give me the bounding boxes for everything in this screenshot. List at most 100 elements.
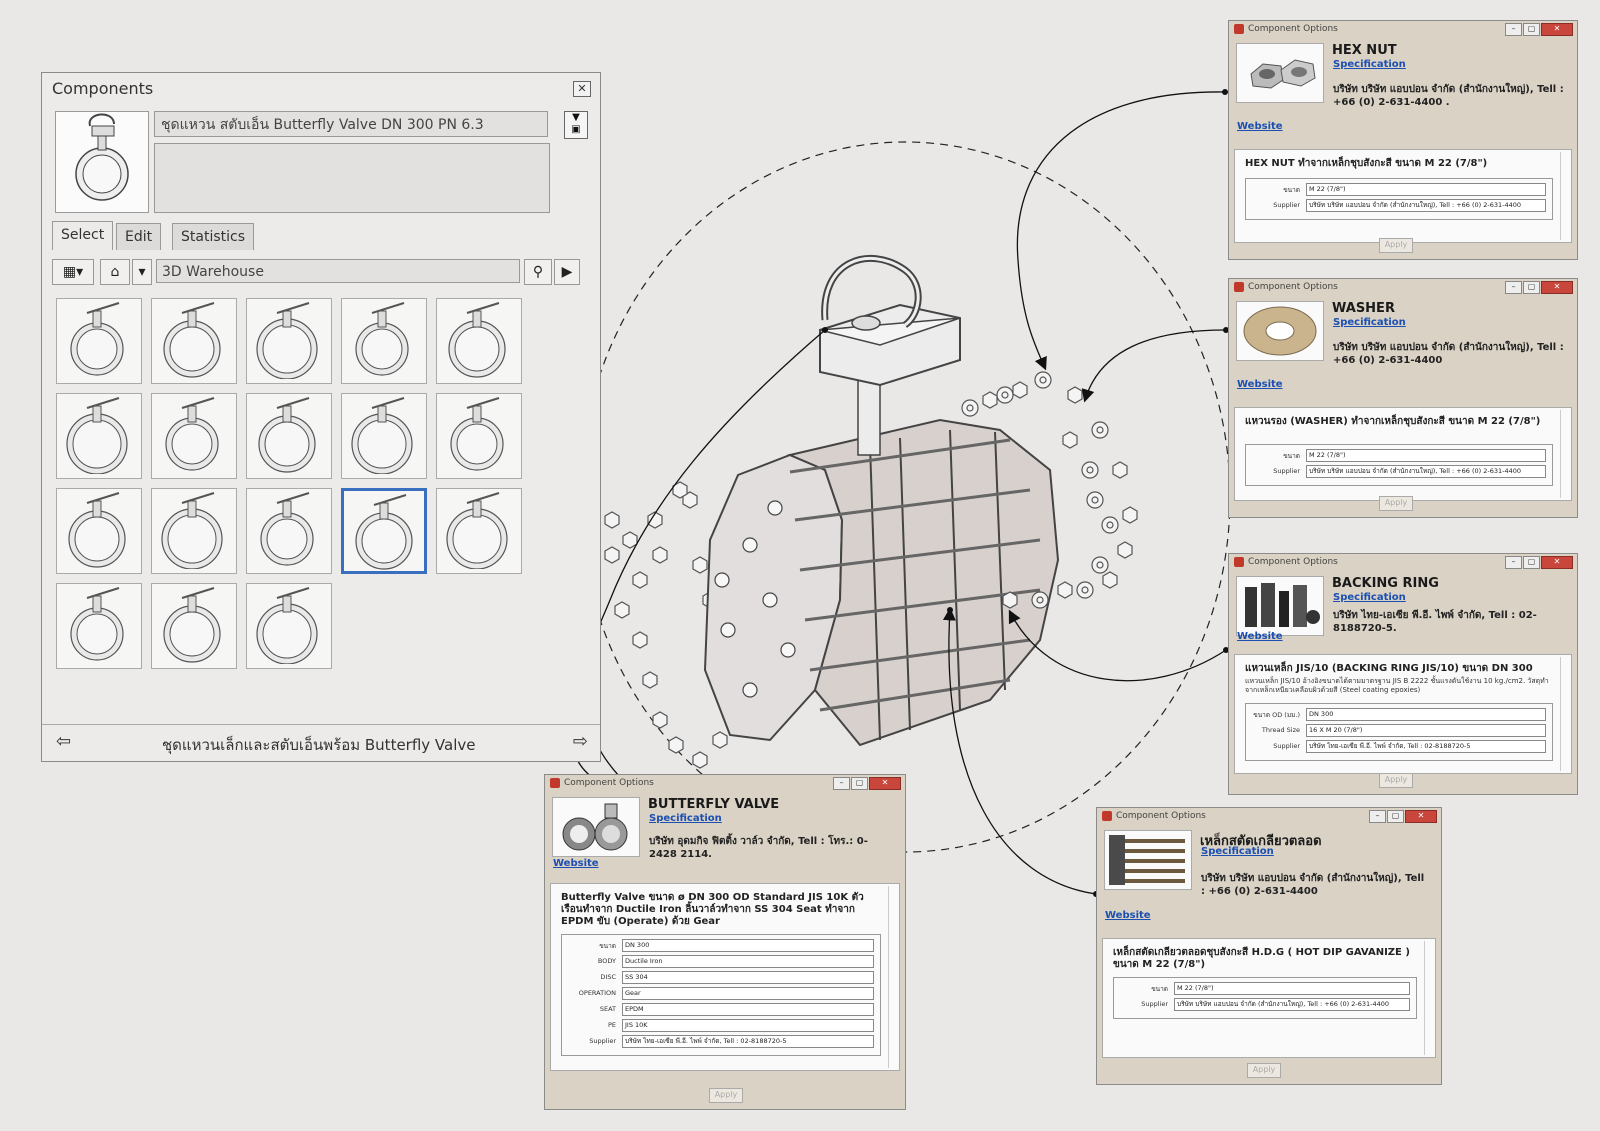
- minimize-icon[interactable]: –: [1505, 281, 1522, 294]
- specification-link[interactable]: Specification: [1333, 592, 1406, 603]
- part-description: HEX NUT ทำจากเหล็กชุบสังกะสี ขนาด M 22 (…: [1245, 158, 1488, 169]
- website-link[interactable]: Website: [1237, 121, 1283, 132]
- close-icon[interactable]: ✕: [1541, 281, 1573, 294]
- attribute-value-field[interactable]: บริษัท บริษัท แอบปอน จำกัด (สำนักงานใหญ่…: [1174, 998, 1410, 1011]
- dialog-titlebar[interactable]: Component Options–▢✕: [1229, 279, 1577, 297]
- attribute-value-field[interactable]: JIS 10K: [622, 1019, 874, 1032]
- tab-edit[interactable]: Edit: [116, 223, 162, 250]
- apply-button[interactable]: Apply: [1379, 496, 1413, 511]
- component-thumbnail[interactable]: [151, 488, 237, 574]
- panel-toolbar: ▦▾ ⌂ ▾ 3D Warehouse ⚲ ▶: [52, 257, 582, 287]
- dialog-titlebar[interactable]: Component Options–▢✕: [1229, 21, 1577, 39]
- attribute-value-field[interactable]: Ductile Iron: [622, 955, 874, 968]
- close-icon[interactable]: ✕: [1405, 810, 1437, 823]
- component-name-field[interactable]: ชุดแหวน สตับเอ็น Butterfly Valve DN 300 …: [154, 111, 548, 137]
- website-link[interactable]: Website: [553, 858, 599, 869]
- component-thumbnail[interactable]: [56, 298, 142, 384]
- back-arrow-icon[interactable]: ⇦: [56, 731, 72, 752]
- attribute-label: OPERATION: [578, 989, 616, 997]
- component-thumbnail[interactable]: [246, 488, 332, 574]
- component-thumbnail[interactable]: [151, 298, 237, 384]
- apply-button[interactable]: Apply: [1247, 1063, 1281, 1078]
- home-icon[interactable]: ⌂: [100, 259, 130, 285]
- scrollbar[interactable]: [1560, 410, 1569, 498]
- hex-nut-part: [632, 571, 648, 589]
- component-thumbnail[interactable]: [151, 583, 237, 669]
- maximize-icon[interactable]: ▢: [1523, 281, 1540, 294]
- panel-tabs: Select Edit Statistics: [52, 221, 572, 250]
- attribute-value-field[interactable]: บริษัท บริษัท แอบปอน จำกัด (สำนักงานใหญ่…: [1306, 199, 1546, 212]
- component-thumbnail[interactable]: [246, 393, 332, 479]
- attribute-value-field[interactable]: บริษัท บริษัท แอบปอน จำกัด (สำนักงานใหญ่…: [1306, 465, 1546, 478]
- part-name: เหล็กสตัดเกลียวตลอด: [1200, 834, 1322, 849]
- part-description: เหล็กสตัดเกลียวตลอดชุบสังกะสี H.D.G ( HO…: [1113, 947, 1410, 970]
- specification-link[interactable]: Specification: [649, 813, 722, 824]
- close-icon[interactable]: ✕: [1541, 556, 1573, 569]
- minimize-icon[interactable]: –: [833, 777, 850, 790]
- component-thumbnail[interactable]: [341, 393, 427, 479]
- scrollbar[interactable]: [1560, 657, 1569, 771]
- search-input[interactable]: 3D Warehouse: [156, 259, 520, 283]
- component-thumbnail[interactable]: [151, 393, 237, 479]
- scrollbar[interactable]: [1560, 152, 1569, 240]
- attribute-value-field[interactable]: 16 X M 20 (7/8"): [1306, 724, 1546, 737]
- component-thumbnail[interactable]: [436, 298, 522, 384]
- view-options-icon[interactable]: ▦▾: [52, 259, 94, 285]
- chevron-down-icon[interactable]: ▾: [132, 259, 152, 285]
- minimize-icon[interactable]: –: [1505, 556, 1522, 569]
- component-thumbnail[interactable]: [436, 488, 522, 574]
- apply-button[interactable]: Apply: [709, 1088, 743, 1103]
- website-link[interactable]: Website: [1105, 910, 1151, 921]
- dialog-titlebar[interactable]: Component Options–▢✕: [545, 775, 905, 793]
- washer-hole: [1096, 561, 1104, 569]
- scrollbar[interactable]: [888, 886, 897, 1068]
- attribute-value-field[interactable]: DN 300: [1306, 708, 1546, 721]
- attribute-label: ขนาด OD (มม.): [1253, 711, 1300, 719]
- attribute-value-field[interactable]: EPDM: [622, 1003, 874, 1016]
- attribute-value-field[interactable]: M 22 (7/8"): [1306, 449, 1546, 462]
- attribute-value-field[interactable]: บริษัท ไทย-เอเซีย พี.อี. ไพพ์ จำกัด, Tel…: [622, 1035, 874, 1048]
- search-icon[interactable]: ⚲: [524, 259, 552, 285]
- maximize-icon[interactable]: ▢: [1387, 810, 1404, 823]
- specification-link[interactable]: Specification: [1333, 317, 1406, 328]
- tab-select[interactable]: Select: [52, 221, 114, 250]
- dialog-titlebar[interactable]: Component Options–▢✕: [1097, 808, 1441, 826]
- component-thumbnail[interactable]: [56, 583, 142, 669]
- dialog-titlebar[interactable]: Component Options–▢✕: [1229, 554, 1577, 572]
- attribute-value-field[interactable]: บริษัท ไทย-เอเซีย พี.อี. ไพพ์ จำกัด, Tel…: [1306, 740, 1546, 753]
- attribute-value-field[interactable]: DN 300: [622, 939, 874, 952]
- maximize-icon[interactable]: ▢: [1523, 23, 1540, 36]
- component-thumbnail[interactable]: [246, 298, 332, 384]
- maximize-icon[interactable]: ▢: [851, 777, 868, 790]
- website-link[interactable]: Website: [1237, 379, 1283, 390]
- apply-button[interactable]: Apply: [1379, 773, 1413, 788]
- details-menu-icon[interactable]: ▶: [554, 259, 580, 285]
- component-description-field[interactable]: [154, 143, 550, 213]
- website-link[interactable]: Website: [1237, 631, 1283, 642]
- minimize-icon[interactable]: –: [1369, 810, 1386, 823]
- component-thumbnail[interactable]: [341, 488, 427, 574]
- details-arrow-icon[interactable]: ▼▣: [564, 111, 588, 139]
- attribute-value-field[interactable]: M 22 (7/8"): [1306, 183, 1546, 196]
- component-thumbnail[interactable]: [56, 488, 142, 574]
- attribute-value-field[interactable]: Gear: [622, 987, 874, 1000]
- specification-link[interactable]: Specification: [1201, 846, 1274, 857]
- tab-statistics[interactable]: Statistics: [172, 223, 254, 250]
- scrollbar[interactable]: [1424, 941, 1433, 1055]
- maximize-icon[interactable]: ▢: [1523, 556, 1540, 569]
- close-icon[interactable]: ✕: [573, 81, 591, 97]
- component-thumbnail[interactable]: [341, 298, 427, 384]
- close-icon[interactable]: ✕: [1541, 23, 1573, 36]
- specification-link[interactable]: Specification: [1333, 59, 1406, 70]
- attribute-value-field[interactable]: SS 304: [622, 971, 874, 984]
- component-thumbnail[interactable]: [56, 393, 142, 479]
- close-icon[interactable]: ✕: [869, 777, 901, 790]
- component-thumbnail[interactable]: [246, 583, 332, 669]
- apply-button[interactable]: Apply: [1379, 238, 1413, 253]
- forward-arrow-icon[interactable]: ⇨: [572, 731, 588, 752]
- attribute-value-field[interactable]: M 22 (7/8"): [1174, 982, 1410, 995]
- component-thumbnail[interactable]: [436, 393, 522, 479]
- minimize-icon[interactable]: –: [1505, 23, 1522, 36]
